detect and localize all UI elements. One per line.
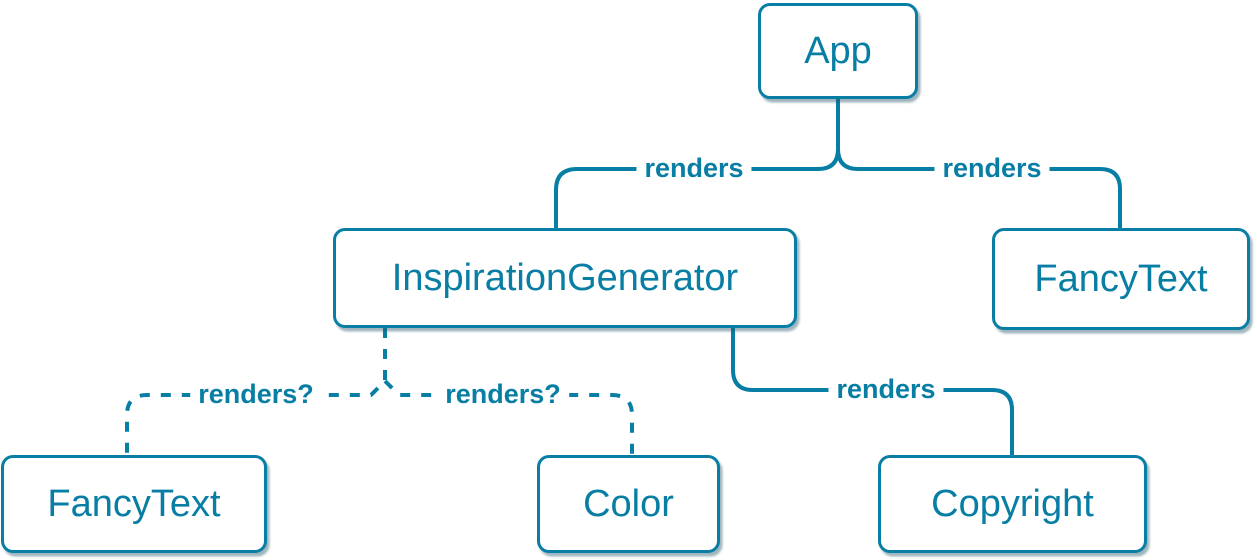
edge-app-to-fancy-text-top [836,148,1122,228]
edge-label-inspiration-generator-to-copyright: renders [828,374,944,405]
node-app: App [758,3,918,99]
node-label-color: Color [583,482,674,525]
node-copyright: Copyright [878,455,1147,553]
node-label-fancy-text-top: FancyText [1034,257,1208,300]
node-inspiration-generator: InspirationGenerator [333,228,797,328]
node-label-app: App [804,29,872,72]
node-fancy-text-top: FancyText [992,228,1250,330]
edge-inspiration-generator-to-color [383,379,634,455]
edge-label-app-to-inspiration-generator: renders [636,153,752,184]
node-label-copyright: Copyright [931,482,1094,525]
edge-label-inspiration-generator-to-color: renders? [437,379,569,410]
edge-label-inspiration-generator-to-fancy-text-bottom: renders? [190,379,322,410]
node-label-fancy-text-bottom: FancyText [47,482,221,525]
node-fancy-text-bottom: FancyText [1,455,267,553]
node-color: Color [537,455,720,553]
node-label-inspiration-generator: InspirationGenerator [391,256,739,299]
edge-label-app-to-fancy-text-top: renders [934,153,1050,184]
